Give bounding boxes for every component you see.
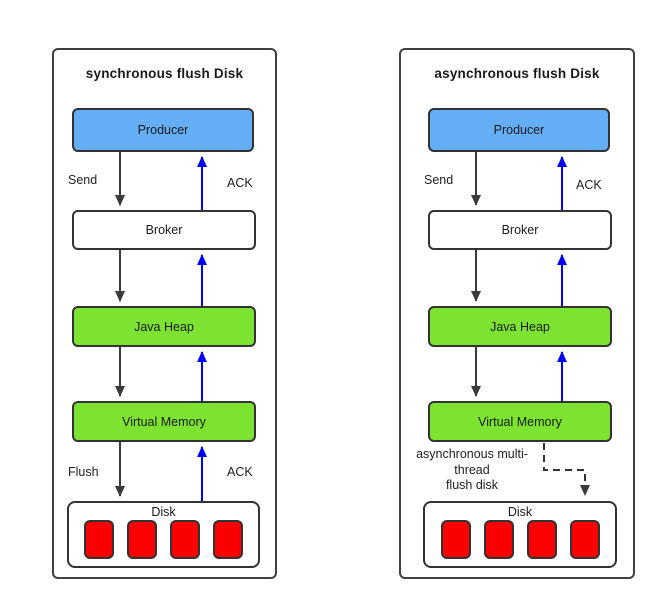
node-java-heap-sync: Java Heap — [72, 306, 256, 347]
disk-label: Disk — [151, 505, 176, 519]
node-disk-async: Disk — [423, 501, 617, 568]
node-virtual-memory-async: Virtual Memory — [428, 401, 612, 442]
label-async-multithread-flush: asynchronous multi- thread flush disk — [416, 447, 528, 492]
disk-block — [84, 520, 114, 559]
node-java-heap-async: Java Heap — [428, 306, 612, 347]
disk-block — [526, 520, 557, 559]
disk-blocks — [69, 520, 258, 559]
disk-block — [483, 520, 514, 559]
node-disk-sync: Disk — [67, 501, 260, 568]
panel-title-asynchronous: asynchronous flush Disk — [434, 66, 600, 81]
label-ack-top-sync: ACK — [227, 176, 253, 190]
node-virtual-memory-sync: Virtual Memory — [72, 401, 256, 442]
disk-block — [440, 520, 471, 559]
label-ack-bottom-sync: ACK — [227, 465, 253, 479]
disk-block — [213, 520, 243, 559]
label-flush-sync: Flush — [68, 465, 99, 479]
node-producer-sync: Producer — [72, 108, 254, 152]
disk-blocks — [425, 520, 615, 559]
label-send-sync: Send — [68, 173, 98, 187]
disk-block — [170, 520, 200, 559]
label-ack-top-async: ACK — [576, 178, 602, 192]
label-send-async: Send — [424, 173, 454, 187]
disk-label: Disk — [507, 505, 533, 519]
node-broker-sync: Broker — [72, 210, 256, 250]
disk-block — [569, 520, 600, 559]
node-broker-async: Broker — [428, 210, 612, 250]
node-producer-async: Producer — [428, 108, 610, 152]
panel-title-synchronous: synchronous flush Disk — [85, 66, 244, 81]
disk-block — [127, 520, 157, 559]
